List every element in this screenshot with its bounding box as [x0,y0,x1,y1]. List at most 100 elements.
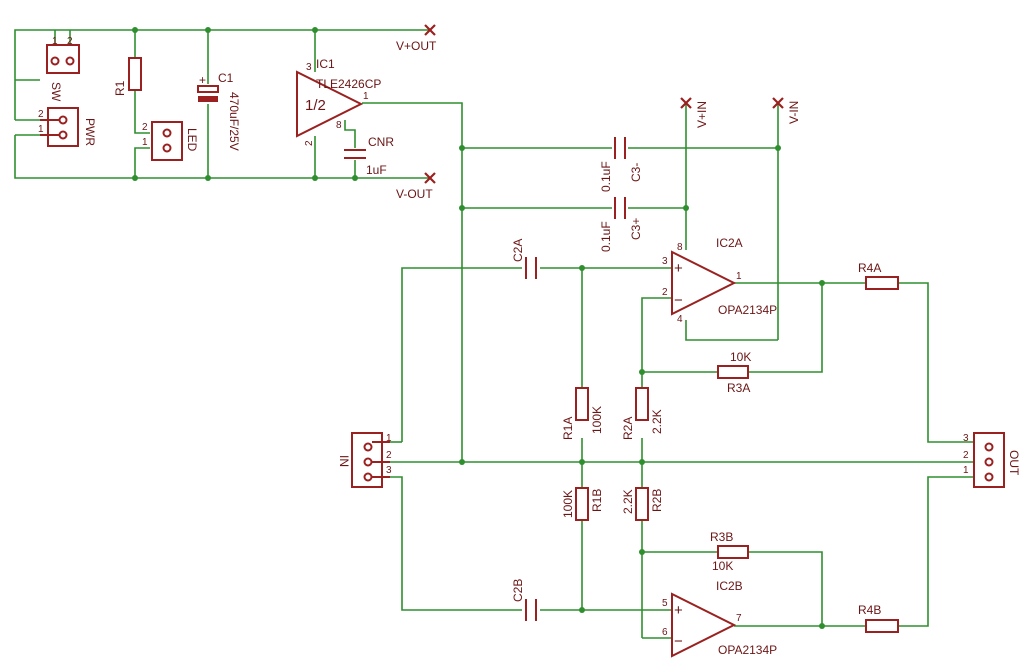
ic1-value: TLE2426CP [316,77,381,91]
svg-text:−: − [674,633,683,650]
v-minus-out-label: V-OUT [396,187,433,201]
pwr-connector: 2 1 PWR [38,107,97,147]
c3-minus-value: 0.1uF [599,161,613,192]
r2a-resistor: R2A 2.2K [621,387,664,440]
c1-capacitor: + C1 470uF/25V [197,71,241,151]
pwr-label: PWR [83,118,97,146]
r1b-value: 100K [561,490,575,518]
cnr-label: CNR [368,135,394,149]
svg-text:3: 3 [662,256,668,267]
svg-text:7: 7 [736,613,742,624]
r4b-resistor: R4B [858,603,899,633]
r4b-label: R4B [858,603,881,617]
svg-text:+: + [674,602,683,619]
c2b-label: C2B [511,579,525,602]
r2a-value: 2.2K [650,409,664,434]
out-connector: 3 2 1 OUT [963,432,1021,488]
svg-text:2: 2 [386,450,392,461]
c3-plus-capacitor: 0.1uF C3+ [599,197,643,252]
cnr-value: 1uF [366,163,387,177]
in-label: IN [337,455,351,467]
junctions [132,27,825,629]
r3a-value: 10K [730,350,751,364]
svg-text:+: + [674,260,683,277]
v-plus-out-label: V+OUT [396,39,437,53]
svg-text:5: 5 [662,598,668,609]
svg-text:2: 2 [662,287,668,298]
svg-text:2: 2 [38,109,44,120]
svg-text:3: 3 [386,465,392,476]
v-minus-in-terminal: V-IN [772,97,801,124]
svg-text:2: 2 [304,140,315,146]
ic1-label: IC1 [316,57,335,71]
svg-text:2: 2 [142,122,148,133]
led-label: LED [185,128,199,152]
svg-text:1: 1 [363,91,369,102]
r3b-label: R3B [710,530,733,544]
c1-label: C1 [218,71,234,85]
v-plus-in-terminal: V+IN [680,97,709,128]
v-plus-out-terminal: V+OUT [396,24,437,53]
r3b-value: 10K [712,559,733,573]
svg-text:8: 8 [677,242,683,253]
svg-text:1: 1 [963,465,969,476]
r4a-resistor: R4A [858,261,899,290]
svg-text:1: 1 [142,137,148,148]
c2a-capacitor: C2A [511,239,537,279]
r1b-label: R1B [590,489,604,512]
wire-top-rail [14,29,430,80]
r1a-label: R1A [561,417,575,440]
svg-text:6: 6 [662,627,668,638]
sw-label: SW [49,82,63,102]
ic2b-value: OPA2134P [718,643,777,657]
c3-plus-value: 0.1uF [599,221,613,252]
ic2b-label: IC2B [716,579,743,593]
svg-text:−: − [674,292,683,309]
c2b-capacitor: C2B [511,579,537,621]
c3-minus-label: C3- [629,163,643,182]
svg-text:1: 1 [736,271,742,282]
v-minus-out-terminal: V-OUT [396,172,436,201]
r2b-label: R2B [650,489,664,512]
wire-bottom-rail [14,135,430,179]
r1-label: R1 [113,80,127,96]
ic1-regulator: 1/2 3 2 8 1 IC1 TLE2426CP [296,57,381,146]
led-connector: 2 1 LED [142,121,199,161]
ic2b-opamp: + − 5 6 7 IC2B OPA2134P [662,579,777,658]
in-connector: 1 2 3 IN [337,432,392,488]
r1a-value: 100K [590,406,604,434]
r2b-resistor: 2.2K R2B [621,487,664,521]
c3-plus-label: C3+ [629,218,643,240]
r1-resistor: R1 [113,57,142,96]
cnr-capacitor: CNR 1uF [344,135,394,177]
svg-text:4: 4 [677,314,683,325]
svg-text:1: 1 [386,433,392,444]
c3-minus-capacitor: 0.1uF C3- [599,137,643,192]
svg-text:2: 2 [67,36,73,47]
svg-text:2: 2 [963,450,969,461]
c1-value: 470uF/25V [227,92,241,151]
svg-text:3: 3 [306,62,312,73]
wires [14,29,974,639]
r3a-label: R3A [727,381,750,395]
c1-polarity: + [199,73,206,87]
ic2a-opamp: + − 3 2 8 4 1 IC2A OPA2134P [662,236,777,325]
ic2a-label: IC2A [716,236,743,250]
c2a-label: C2A [511,239,525,262]
svg-text:1: 1 [52,36,58,47]
ic1-body: 1/2 [305,97,326,114]
r4a-label: R4A [858,261,881,275]
svg-text:8: 8 [336,120,342,131]
sw-connector: 1 2 SW [46,36,80,102]
v-minus-in-label: V-IN [787,101,801,124]
r2a-label: R2A [621,417,635,440]
wire-ground-out [362,102,463,462]
r1b-resistor: 100K R1B [561,487,604,521]
v-plus-in-label: V+IN [695,101,709,128]
svg-text:1: 1 [38,124,44,135]
r1a-resistor: R1A 100K [561,387,604,440]
ic2a-value: OPA2134P [718,303,777,317]
out-label: OUT [1007,450,1021,476]
r2b-value: 2.2K [621,489,635,514]
